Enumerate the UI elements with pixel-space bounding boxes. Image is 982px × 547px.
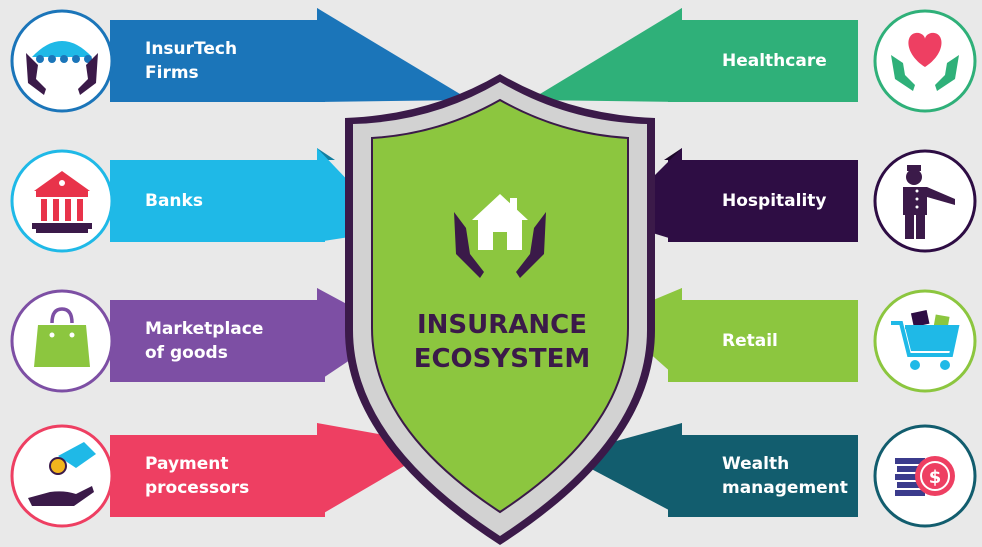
band [668, 160, 858, 242]
right-item-4-label: Wealth management [722, 454, 848, 498]
center-title-line-1: INSURANCE [416, 310, 587, 340]
coin-hand-icon [28, 442, 96, 506]
right-item-4: $ [565, 423, 977, 528]
shopping-bag-icon [34, 307, 90, 367]
left-item-1 [10, 8, 470, 113]
svg-text:$: $ [929, 467, 942, 488]
right-item-1 [530, 8, 977, 113]
right-item-3 [610, 288, 977, 393]
icon-circle [10, 149, 114, 253]
shopping-cart-icon [891, 309, 960, 370]
band [668, 300, 858, 382]
right-item-1-label: Healthcare [722, 51, 827, 71]
band [110, 435, 325, 517]
left-item-4 [10, 423, 440, 528]
band-wedge [317, 8, 470, 102]
home-in-hands-icon [454, 194, 546, 278]
icon-circle [10, 424, 114, 528]
band-wedge [530, 8, 682, 102]
shield-face [371, 98, 629, 514]
center-title: INSURANCE ECOSYSTEM [395, 308, 609, 376]
band [110, 160, 325, 242]
band [110, 300, 325, 382]
right-item-2-label: Hospitality [722, 191, 827, 211]
shield [345, 74, 655, 545]
money-stack-icon: $ [895, 456, 955, 496]
heart-hands-icon [891, 32, 959, 91]
left-item-4-label: Payment processors [145, 454, 250, 498]
left-item-2 [10, 148, 395, 253]
band-wedge [565, 423, 682, 517]
band [110, 20, 325, 102]
bank-icon [32, 171, 92, 233]
band [668, 20, 858, 102]
right-item-3-label: Retail [722, 331, 778, 351]
left-item-2-label: Banks [145, 191, 203, 211]
center-title-line-2: ECOSYSTEM [413, 344, 591, 374]
band [668, 435, 858, 517]
left-item-3-label: Marketplace of goods [145, 319, 264, 363]
bellhop-icon [903, 165, 955, 239]
umbrella-hands-icon [26, 41, 98, 95]
left-item-1-label: InsurTech Firms [145, 39, 238, 83]
